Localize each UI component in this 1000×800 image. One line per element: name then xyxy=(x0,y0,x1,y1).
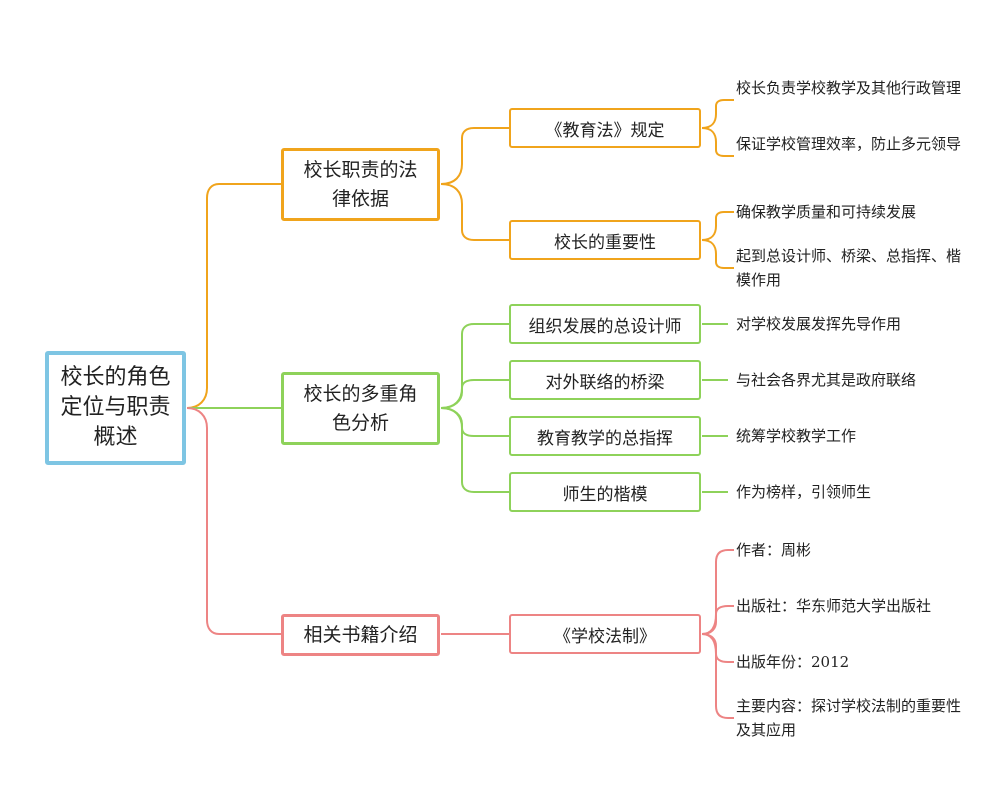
subtopic-education-law[interactable]: 《教育法》规定 xyxy=(509,108,701,148)
subtopic-label: 《学校法制》 xyxy=(554,626,656,647)
root-topic[interactable]: 校长的角色 定位与职责 概述 xyxy=(45,351,186,465)
connector-branch2-sub4 xyxy=(440,407,509,493)
branch-multiple-roles[interactable]: 校长的多重角 色分析 xyxy=(281,372,440,445)
leaf-text[interactable]: 出版社：华东师范大学出版社 xyxy=(736,597,932,615)
subtopic-school-legal-book[interactable]: 《学校法制》 xyxy=(509,614,701,654)
connector-root-branch1 xyxy=(186,183,281,409)
leaf-text[interactable]: 校长负责学校教学及其他行政管理 xyxy=(736,79,962,97)
root-label-line3: 概述 xyxy=(93,425,138,450)
connector-sub7-leaf3 xyxy=(701,633,734,663)
subtopic-principal-importance[interactable]: 校长的重要性 xyxy=(509,220,701,260)
leaf-text[interactable]: 确保教学质量和可持续发展 xyxy=(736,203,917,221)
connector-branch2-sub2 xyxy=(440,379,509,409)
leaf-text[interactable]: 出版年份：2012 xyxy=(736,653,850,671)
root-topic-text: 校长的角色 定位与职责 概述 xyxy=(60,363,170,453)
subtopic-teaching-commander[interactable]: 教育教学的总指挥 xyxy=(509,416,701,456)
branch-label-line2: 律依据 xyxy=(331,187,389,210)
subtopic-label: 师生的楷模 xyxy=(562,484,648,505)
subtopic-role-model[interactable]: 师生的楷模 xyxy=(509,472,701,512)
connector-sub2-leaf1 xyxy=(701,211,734,241)
connector-sub7-leaf2 xyxy=(701,605,734,635)
subtopic-label: 教育教学的总指挥 xyxy=(537,428,673,449)
connector-branch2-sub1 xyxy=(440,323,509,409)
leaf-text[interactable]: 作为榜样，引领师生 xyxy=(736,483,872,501)
root-label-line1: 校长的角色 xyxy=(60,365,171,390)
branch-label-line2: 色分析 xyxy=(331,411,389,434)
branch-legal-basis-text: 校长职责的法 律依据 xyxy=(303,156,417,214)
leaf-text[interactable]: 保证学校管理效率，防止多元领导 xyxy=(736,135,962,153)
leaf-text[interactable]: 对学校发展发挥先导作用 xyxy=(736,315,902,333)
connector-sub7-leaf1 xyxy=(701,549,734,635)
connector-sub2-leaf2 xyxy=(701,239,734,269)
branch-label-line1: 校长的多重角 xyxy=(303,382,418,405)
subtopic-chief-designer[interactable]: 组织发展的总设计师 xyxy=(509,304,701,344)
subtopic-label: 对外联络的桥梁 xyxy=(545,372,665,393)
connector-sub7-leaf4 xyxy=(701,633,734,719)
subtopic-external-bridge[interactable]: 对外联络的桥梁 xyxy=(509,360,701,400)
connector-root-branch3 xyxy=(186,407,281,635)
subtopic-label: 组织发展的总设计师 xyxy=(528,316,682,337)
connector-branch2-sub3 xyxy=(440,407,509,437)
connector-branch1-sub1 xyxy=(440,127,509,185)
leaf-text[interactable]: 起到总设计师、桥梁、总指挥、楷模作用 xyxy=(736,247,962,289)
leaf-text[interactable]: 统筹学校教学工作 xyxy=(736,427,857,445)
branch-multiple-roles-text: 校长的多重角 色分析 xyxy=(303,380,417,438)
connector-sub1-leaf1 xyxy=(701,99,734,129)
connector-branch1-sub2 xyxy=(440,183,509,241)
subtopic-label: 校长的重要性 xyxy=(554,232,656,253)
branch-legal-basis[interactable]: 校长职责的法 律依据 xyxy=(281,148,440,221)
leaf-text[interactable]: 作者：周彬 xyxy=(736,541,812,559)
root-label-line2: 定位与职责 xyxy=(60,395,171,420)
branch-label-line1: 相关书籍介绍 xyxy=(303,623,418,646)
connector-sub1-leaf2 xyxy=(701,127,734,157)
leaf-text[interactable]: 主要内容：探讨学校法制的重要性及其应用 xyxy=(736,697,962,739)
branch-label-line1: 校长职责的法 xyxy=(303,158,418,181)
branch-related-books[interactable]: 相关书籍介绍 xyxy=(281,614,440,656)
subtopic-label: 《教育法》规定 xyxy=(545,120,665,141)
leaf-text[interactable]: 与社会各界尤其是政府联络 xyxy=(736,371,917,389)
